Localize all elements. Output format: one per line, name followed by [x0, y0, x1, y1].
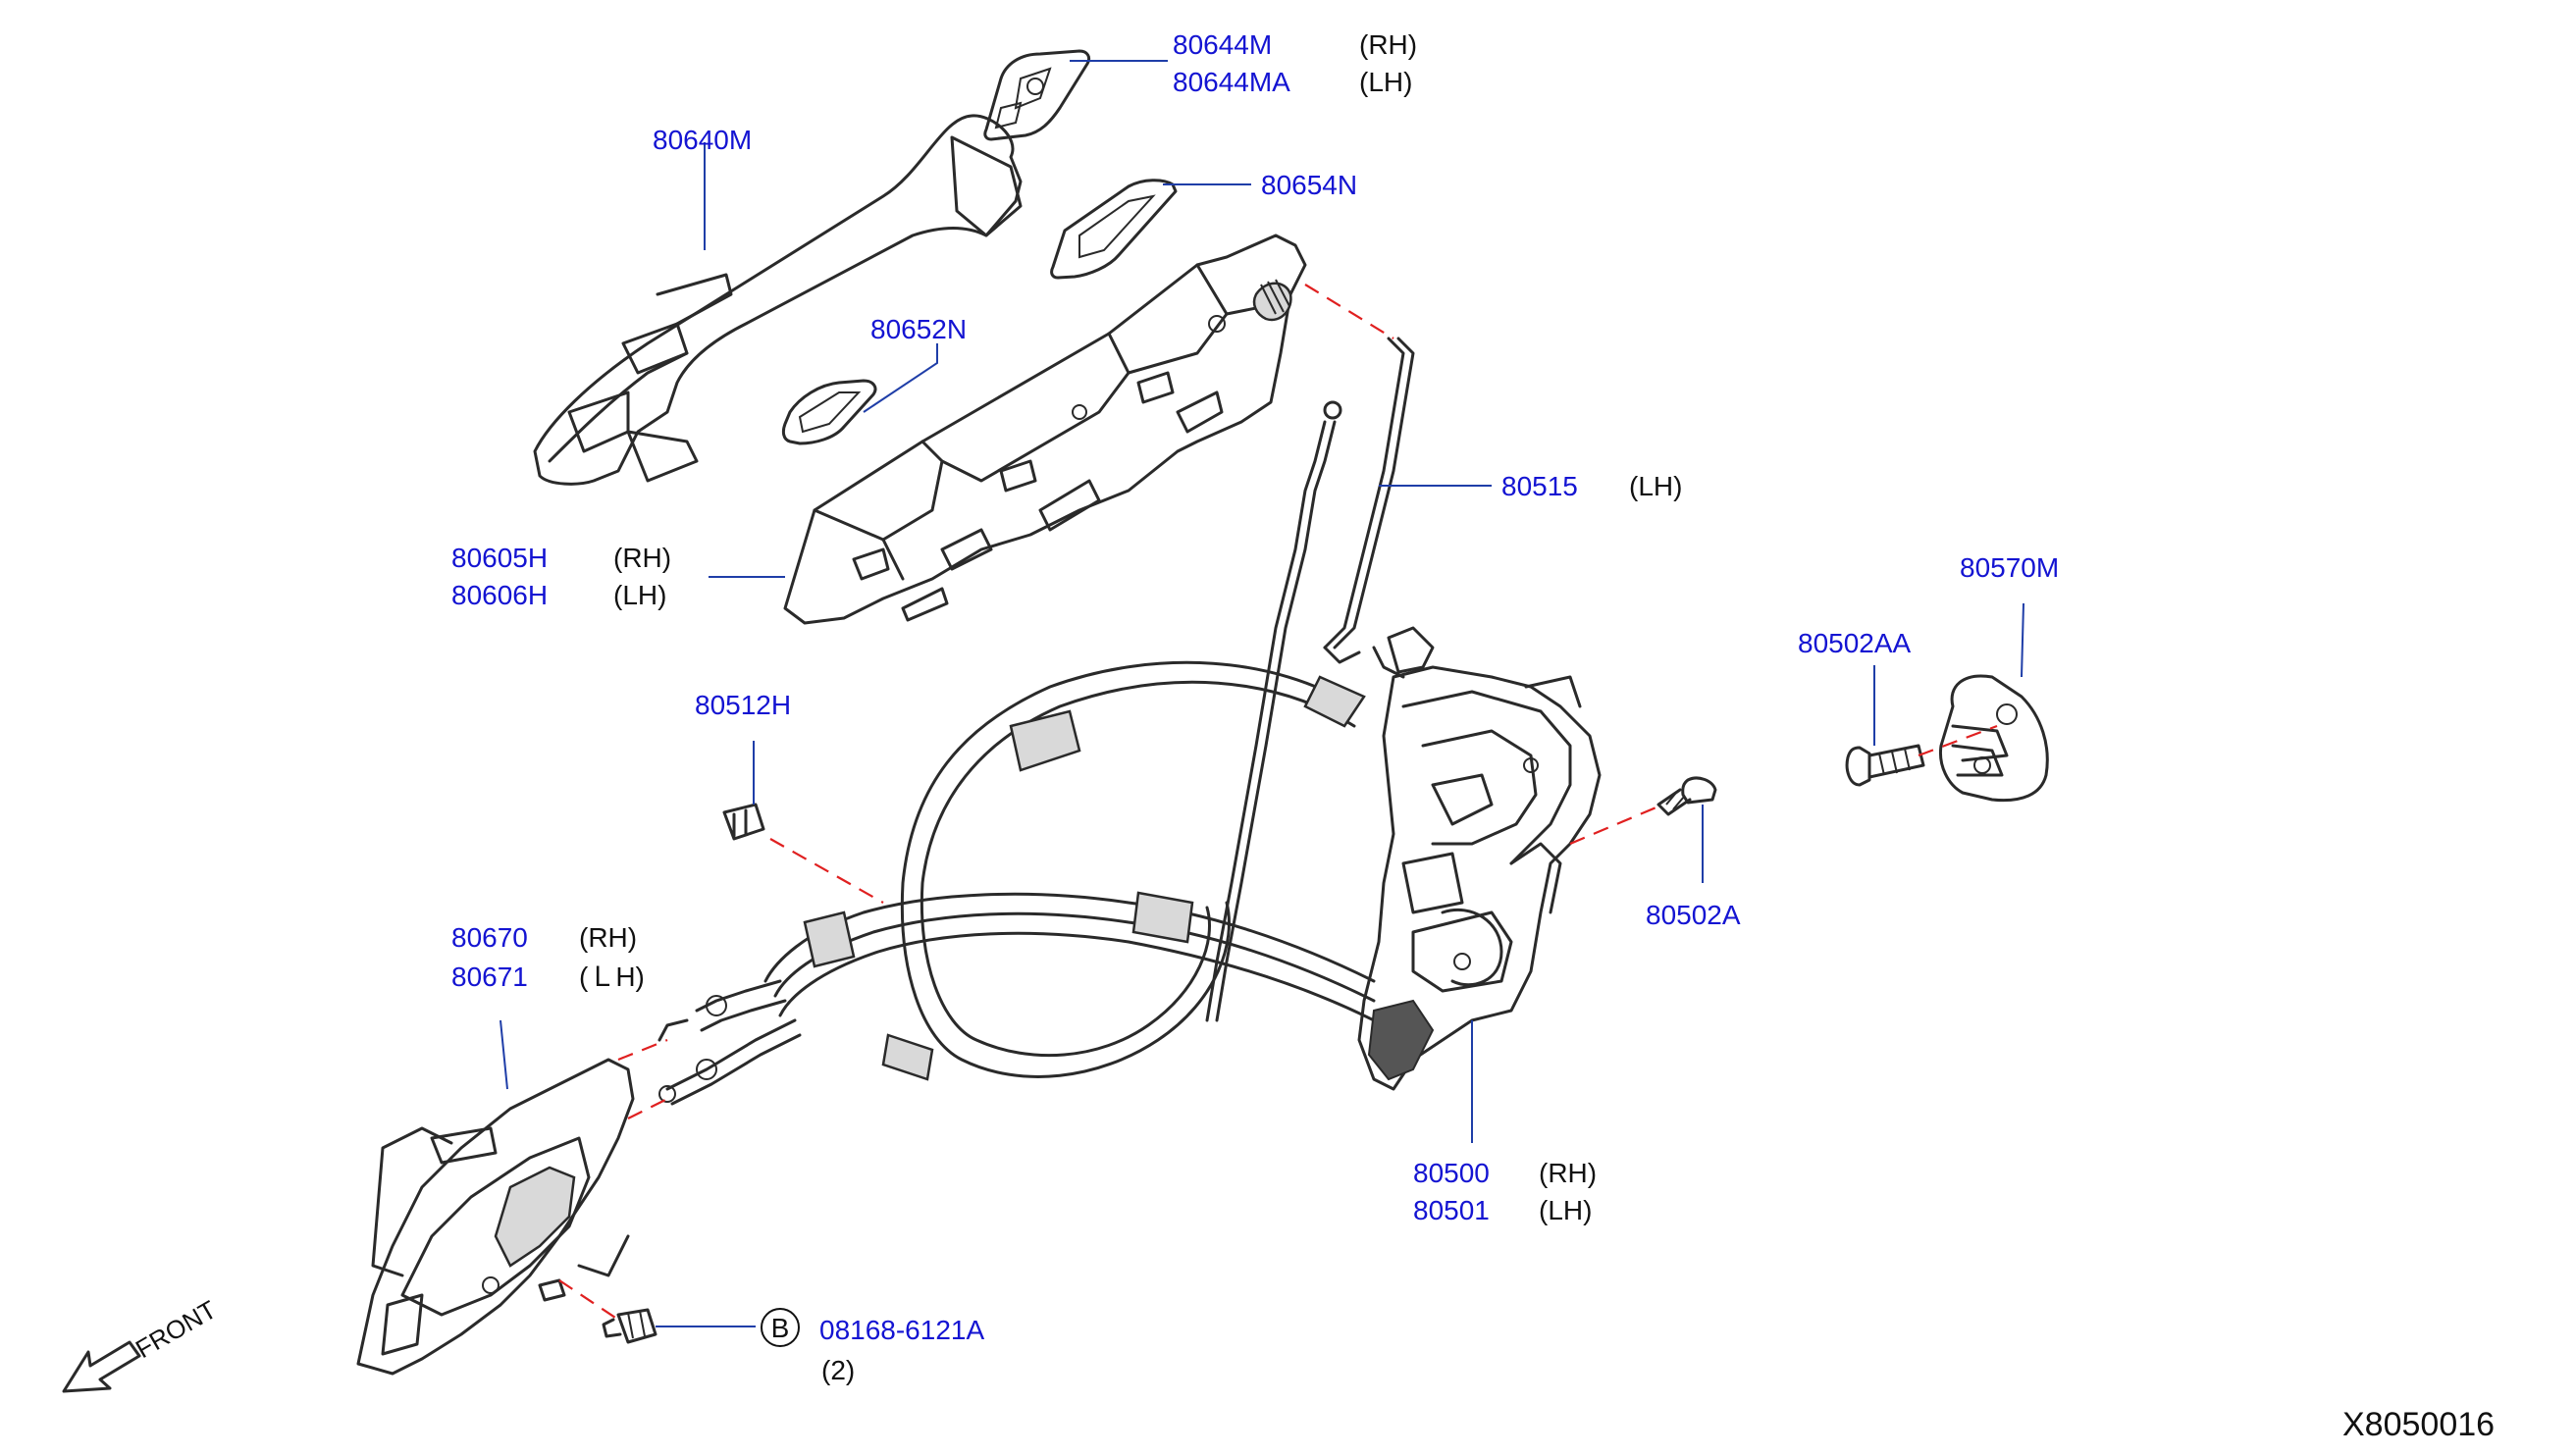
striker-screw [1845, 744, 1925, 787]
bolt-reference-letter: B [771, 1313, 790, 1343]
handle-bracket-frame [783, 234, 1307, 625]
label-80570M: 80570M [1960, 552, 2059, 583]
handle-escutcheon [983, 49, 1091, 141]
label-80671: 80671 [451, 962, 528, 992]
label-80515: 80515 [1501, 471, 1578, 501]
handle-cable [1205, 400, 1342, 1022]
label-80644M: 80644M [1173, 29, 1272, 60]
bolt [602, 1308, 657, 1344]
front-label: FRONT [131, 1294, 222, 1364]
diagram-id: X8050016 [2342, 1406, 2495, 1443]
label-80605H-side: (RH) [613, 543, 671, 573]
label-80654N: 80654N [1261, 170, 1357, 200]
assembly-lines [558, 284, 1998, 1321]
leader-lines [499, 60, 2024, 1327]
label-80512H: 80512H [695, 690, 791, 720]
door-lock-actuator [1357, 626, 1602, 1091]
label-80652N: 80652N [870, 314, 967, 344]
inside-cables [657, 660, 1376, 1106]
lock-screw [1656, 776, 1717, 816]
label-80606H: 80606H [451, 580, 548, 610]
label-80670-side: (RH) [579, 922, 637, 953]
cable-clip [722, 803, 765, 841]
inside-door-handle [356, 1058, 635, 1376]
actuating-rod [1323, 337, 1415, 664]
label-80502AA: 80502AA [1798, 628, 1912, 658]
label-80500-side: (RH) [1539, 1158, 1597, 1188]
label-80515-side: (LH) [1629, 471, 1682, 501]
outside-handle-grip [533, 114, 1023, 486]
label-80501-side: (LH) [1539, 1195, 1592, 1225]
label-80670: 80670 [451, 922, 528, 953]
gasket-front [1050, 179, 1178, 280]
label-bolt-qty: (2) [821, 1355, 855, 1385]
label-80671-side: (ＬH) [579, 962, 645, 992]
label-08168-6121A: 08168-6121A [819, 1315, 984, 1345]
label-80606H-side: (LH) [613, 580, 666, 610]
door-striker [1938, 674, 2049, 803]
label-80640M: 80640M [653, 125, 752, 155]
gasket-rear [781, 379, 877, 445]
label-80605H: 80605H [451, 543, 548, 573]
label-80502A: 80502A [1646, 900, 1741, 930]
label-80500: 80500 [1413, 1158, 1490, 1188]
label-80644MA-side: (LH) [1359, 67, 1412, 97]
bolt-reference-circle [761, 1308, 800, 1347]
label-80501: 80501 [1413, 1195, 1490, 1225]
front-arrow [62, 1340, 141, 1393]
label-80644MA: 80644MA [1173, 67, 1290, 97]
label-80644M-side: (RH) [1359, 29, 1417, 60]
